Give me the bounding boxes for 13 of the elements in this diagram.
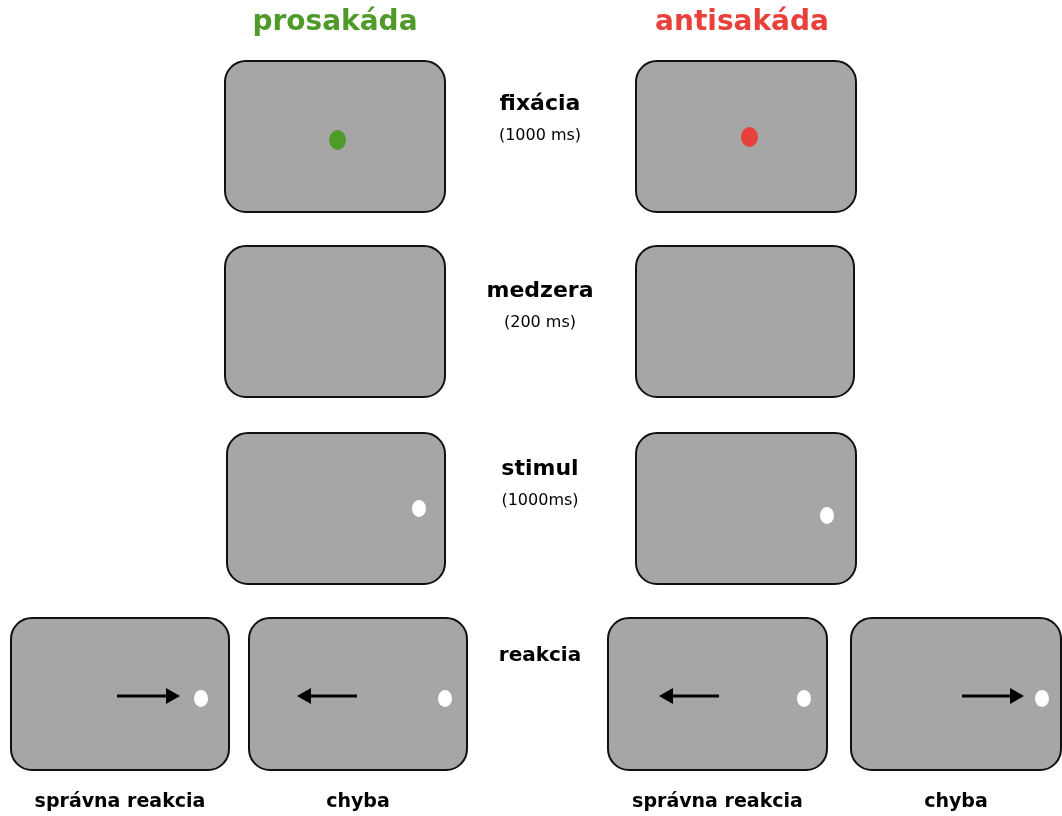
phase-label: fixácia: [499, 90, 581, 115]
heading-text: prosakáda: [252, 4, 418, 37]
caption-text: správna reakcia: [33, 789, 207, 811]
caption-text: chyba: [923, 789, 989, 811]
caption-text: správna reakcia: [631, 789, 804, 811]
phase-label: stimul: [501, 455, 579, 480]
phase-label: reakcia: [498, 642, 582, 666]
duration-label: (200 ms): [504, 312, 576, 331]
duration-label: (1000ms): [501, 490, 579, 509]
caption-text: chyba: [325, 789, 391, 811]
phase-label: medzera: [486, 277, 594, 302]
duration-label: (1000 ms): [498, 125, 582, 144]
heading-text: antisakáda: [655, 4, 829, 37]
